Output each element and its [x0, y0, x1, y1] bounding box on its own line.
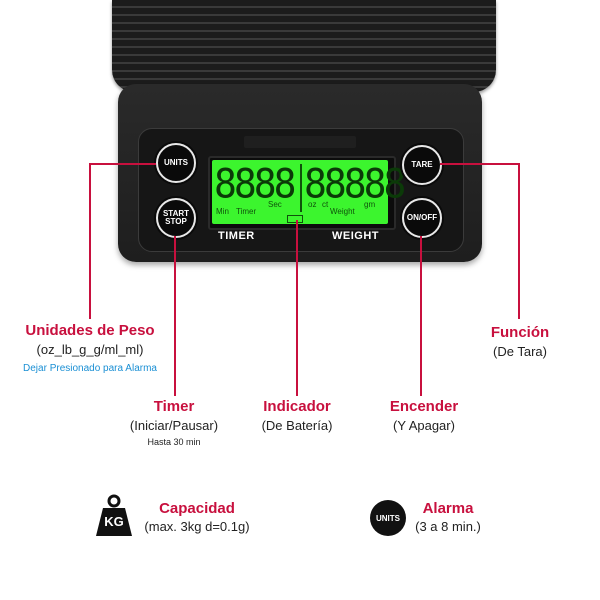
tare-title: Función: [490, 324, 550, 341]
lcd-label-oz: oz: [308, 200, 317, 209]
units-note: Dejar Presionado para Alarma: [23, 363, 157, 374]
battery-title: Indicador: [263, 398, 331, 415]
timer-panel-label: TIMER: [218, 230, 255, 242]
tare-callout-line-v: [518, 163, 520, 319]
units-subtitle: (oz_lb_g_g/ml_ml): [36, 342, 144, 357]
alarm-subtitle: (3 a 8 min.): [415, 519, 481, 534]
capacity-title: Capacidad: [159, 500, 235, 517]
kg-icon-text: KG: [104, 514, 124, 529]
scale-tray: [112, 0, 496, 92]
lcd-battery-icon: [287, 215, 303, 223]
timer-note: Hasta 30 min: [147, 437, 201, 447]
tare-callout-line-h: [440, 163, 520, 165]
lcd-display: 8888 88888 Min Timer Sec oz ct Weight gm: [212, 160, 406, 224]
timer-title: Timer: [153, 398, 195, 415]
capacity-subtitle: (max. 3kg d=0.1g): [144, 519, 250, 534]
units-button-label: UNITS: [164, 158, 188, 167]
panel-slot: [244, 136, 356, 148]
lcd-label-sec: Sec: [268, 200, 282, 209]
on-off-button-label: ON/OFF: [406, 213, 438, 222]
weight-panel-label: WEIGHT: [332, 230, 379, 242]
power-subtitle: (Y Apagar): [393, 418, 455, 433]
alarm-title: Alarma: [422, 500, 474, 517]
alarm-units-icon: UNITS: [370, 500, 406, 536]
lcd-label-min: Min: [216, 207, 229, 216]
units-callout-line-h: [90, 163, 156, 165]
stop-label: STOP: [165, 217, 187, 226]
lcd-label-gm: gm: [364, 200, 376, 209]
lcd-timer-digits: 8888: [214, 160, 296, 208]
lcd-label-ct: ct: [322, 200, 329, 209]
battery-subtitle: (De Batería): [261, 418, 333, 433]
start-label: START: [162, 209, 190, 218]
power-title: Encender: [389, 398, 459, 415]
battery-callout-line: [296, 220, 298, 396]
lcd-label-weight: Weight: [330, 207, 355, 216]
tare-button[interactable]: TARE: [402, 145, 442, 185]
on-off-button[interactable]: ON/OFF: [402, 198, 442, 238]
tare-button-label: TARE: [411, 160, 433, 169]
timer-callout-line: [174, 236, 176, 396]
kg-weight-icon: KG: [94, 494, 134, 538]
tare-subtitle: (De Tara): [493, 344, 547, 359]
start-stop-button[interactable]: START STOP: [156, 198, 196, 238]
timer-subtitle: (Iniciar/Pausar): [129, 418, 219, 433]
lcd-weight-digits: 88888: [304, 160, 406, 208]
power-callout-line: [420, 236, 422, 396]
alarm-icon-text: UNITS: [376, 513, 400, 523]
lcd-label-timer: Timer: [236, 207, 257, 216]
units-title: Unidades de Peso: [25, 322, 155, 339]
units-button[interactable]: UNITS: [156, 143, 196, 183]
units-callout-line-v: [89, 163, 91, 319]
lcd-separator: [300, 164, 302, 212]
